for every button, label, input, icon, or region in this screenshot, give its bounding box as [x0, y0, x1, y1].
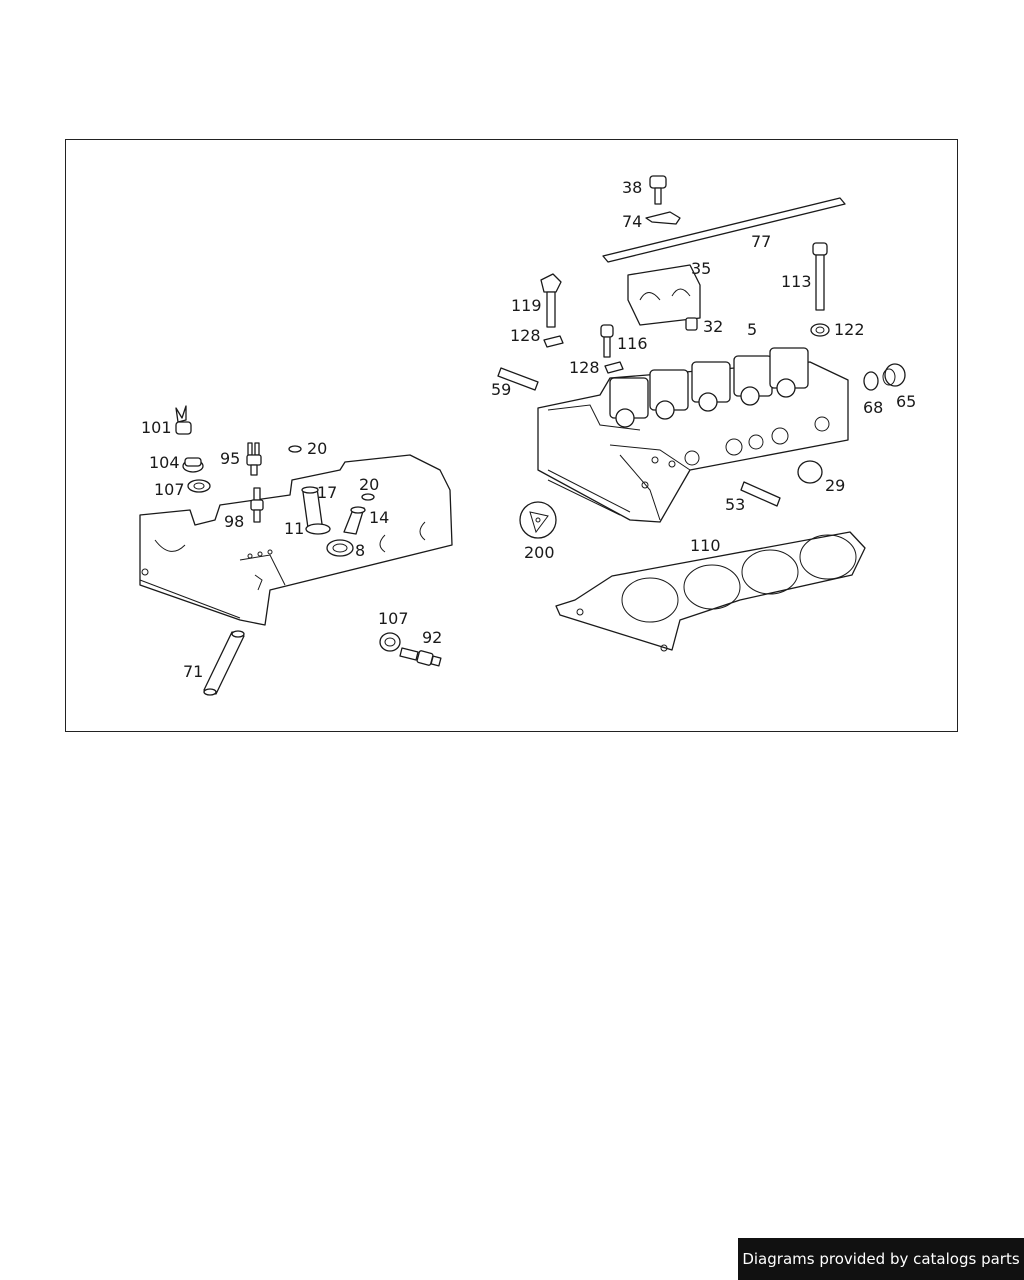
part-68-ring — [863, 371, 879, 391]
callout-92: 92 — [422, 628, 442, 647]
callout-labels: 38 74 77 35 113 119 128 116 32 5 122 128… — [141, 178, 916, 681]
part-38-bolt — [649, 175, 667, 205]
part-17-sleeve — [301, 486, 323, 529]
part-77-rail — [602, 197, 846, 263]
callout-122: 122 — [834, 320, 865, 339]
part-101-clip — [175, 405, 192, 435]
callout-74: 74 — [622, 212, 642, 231]
callout-53: 53 — [725, 495, 745, 514]
part-110-gasket — [555, 531, 866, 652]
part-119-bolt — [540, 273, 562, 328]
part-74-bracket — [645, 211, 681, 225]
callout-128-upper: 128 — [510, 326, 541, 345]
callout-29: 29 — [825, 476, 845, 495]
part-71-tube — [203, 630, 245, 696]
callout-71: 71 — [183, 662, 203, 681]
part-92-sensor — [399, 647, 442, 667]
callout-107-upper: 107 — [154, 480, 185, 499]
part-128-washer-upper — [543, 335, 564, 348]
callout-113: 113 — [781, 272, 812, 291]
part-116-bolt — [600, 324, 614, 358]
callout-110: 110 — [690, 536, 721, 555]
callout-101: 101 — [141, 418, 172, 437]
part-104-plug — [182, 457, 204, 473]
part-200-cover — [519, 501, 557, 539]
part-107-seal — [187, 479, 211, 493]
callout-119: 119 — [511, 296, 542, 315]
part-128-washer-lower — [604, 361, 624, 374]
callout-20-upper: 20 — [307, 439, 327, 458]
callout-11: 11 — [284, 519, 304, 538]
part-35-bearing-bridge — [627, 264, 701, 326]
part-59-stud — [497, 367, 539, 391]
callout-32: 32 — [703, 317, 723, 336]
callout-200: 200 — [524, 543, 555, 562]
callout-65: 65 — [896, 392, 916, 411]
part-20-clip-upper — [288, 445, 302, 453]
cover-housing — [139, 454, 453, 626]
callout-59: 59 — [491, 380, 511, 399]
part-8-seal — [326, 539, 354, 557]
callout-98: 98 — [224, 512, 244, 531]
callout-116: 116 — [617, 334, 648, 353]
callout-77: 77 — [751, 232, 771, 251]
callout-8: 8 — [355, 541, 365, 560]
callout-17: 17 — [317, 483, 337, 502]
callout-104: 104 — [149, 453, 180, 472]
credit-banner: Diagrams provided by catalogs parts — [738, 1238, 1024, 1280]
cylinder-head — [537, 347, 849, 523]
part-20-clip-lower — [361, 493, 375, 501]
part-122-washer — [810, 323, 830, 337]
part-32-dowel — [685, 317, 698, 331]
part-14-sleeve — [343, 506, 366, 535]
part-11-ring — [305, 523, 331, 535]
part-29-cap — [797, 460, 823, 484]
callout-5: 5 — [747, 320, 757, 339]
callout-38: 38 — [622, 178, 642, 197]
callout-20-lower: 20 — [359, 475, 379, 494]
callout-68: 68 — [863, 398, 883, 417]
part-98-sensor — [250, 487, 264, 523]
part-53-stud — [740, 481, 781, 507]
part-95-sensor — [246, 442, 262, 476]
callout-128-lower: 128 — [569, 358, 600, 377]
part-107-seal-lower — [379, 632, 401, 652]
callout-35: 35 — [691, 259, 711, 278]
part-65-plug — [882, 363, 906, 387]
callout-107-lower: 107 — [378, 609, 409, 628]
part-113-bolt — [812, 242, 828, 311]
callout-14: 14 — [369, 508, 389, 527]
callout-95: 95 — [220, 449, 240, 468]
